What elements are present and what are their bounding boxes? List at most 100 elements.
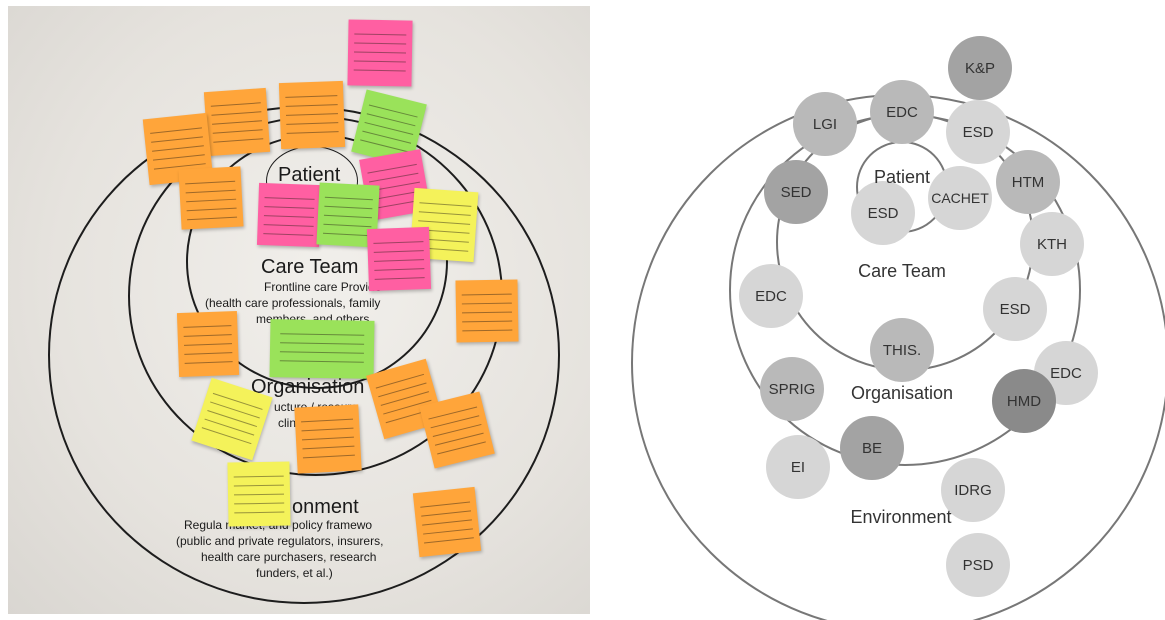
note-handwriting <box>187 216 237 221</box>
note-handwriting <box>207 410 257 427</box>
note-handwriting <box>462 320 513 323</box>
note-handwriting <box>420 501 470 508</box>
note-handwriting <box>374 277 425 280</box>
note-handwriting <box>183 334 232 337</box>
note-handwriting <box>264 197 315 200</box>
note-handwriting <box>184 352 233 355</box>
node-circle <box>851 181 915 245</box>
note-handwriting <box>280 342 364 345</box>
node-label: THIS. <box>883 342 921 359</box>
note-handwriting <box>234 511 285 514</box>
note-handwriting <box>280 351 364 354</box>
note-handwriting <box>202 427 252 445</box>
node-circle <box>928 166 992 230</box>
note-handwriting <box>422 519 472 526</box>
node-circle <box>992 369 1056 433</box>
note-handwriting <box>234 493 284 496</box>
node-label: HTM <box>1012 174 1045 191</box>
photo-label-care-team-sub-1: Frontline care Provide <box>264 280 382 294</box>
photo-label-environment: onment <box>292 496 359 518</box>
node-circle <box>870 80 934 144</box>
note-handwriting <box>419 211 471 216</box>
note-handwriting <box>263 233 314 236</box>
node-circle <box>764 160 828 224</box>
node-circle <box>760 357 824 421</box>
note-handwriting <box>150 127 202 134</box>
node-label: EDC <box>1050 365 1082 382</box>
note-handwriting <box>186 207 237 212</box>
node-label: SED <box>781 184 812 201</box>
node-circle <box>766 435 830 499</box>
note-handwriting <box>303 454 355 459</box>
note-handwriting <box>153 154 205 161</box>
note-handwriting <box>324 205 373 210</box>
note-handwriting <box>213 138 264 143</box>
node-label: PSD <box>963 557 994 574</box>
note-handwriting <box>280 360 364 363</box>
note-handwriting <box>234 502 284 505</box>
note-handwriting <box>185 189 236 194</box>
photo-label-care-team: Care Team <box>261 256 359 278</box>
node-circle <box>840 416 904 480</box>
note-handwriting <box>185 180 235 185</box>
ring-label-environment: Environment <box>850 507 951 527</box>
node-circle <box>946 100 1010 164</box>
node-label: IDRG <box>954 482 992 499</box>
note-handwriting <box>301 427 354 432</box>
note-handwriting <box>264 215 314 218</box>
photo-label-organisation: Organisation <box>251 376 365 398</box>
note-handwriting <box>462 311 512 314</box>
note-handwriting <box>374 268 425 271</box>
node-circle <box>1020 212 1084 276</box>
note-handwriting <box>461 293 512 296</box>
sticky-note-photo: Patient Care Team Frontline care Provide… <box>8 6 590 614</box>
note-handwriting <box>302 445 355 450</box>
note-handwriting <box>234 484 284 487</box>
node-circle <box>793 92 857 156</box>
sticky-note <box>178 166 244 230</box>
ring-label-care-team: Care Team <box>858 261 946 281</box>
photo-label-environment-sub-4: funders, et al.) <box>256 566 333 580</box>
note-handwriting <box>152 145 204 152</box>
node-circle <box>948 36 1012 100</box>
note-handwriting <box>375 373 424 389</box>
sticky-note <box>347 19 413 87</box>
ring-label-patient: Patient <box>874 167 930 187</box>
note-handwriting <box>151 136 203 143</box>
sticky-note <box>366 226 432 292</box>
note-handwriting <box>369 172 419 183</box>
node-label: EI <box>791 459 805 476</box>
sticky-note <box>412 486 482 558</box>
note-handwriting <box>210 102 261 107</box>
note-handwriting <box>354 33 406 36</box>
sticky-note <box>455 279 519 343</box>
note-handwriting <box>213 393 263 410</box>
note-handwriting <box>211 111 262 116</box>
node-label: CACHET <box>931 190 989 206</box>
note-handwriting <box>354 60 406 63</box>
note-handwriting <box>373 250 424 253</box>
node-label: ESD <box>1000 301 1031 318</box>
note-handwriting <box>204 418 254 436</box>
sticky-note <box>278 80 346 150</box>
note-handwriting <box>184 361 233 364</box>
note-handwriting <box>418 220 470 225</box>
photo-label-patient: Patient <box>278 164 341 186</box>
note-handwriting <box>424 537 474 544</box>
sticky-note <box>203 87 271 157</box>
note-handwriting <box>286 104 338 107</box>
note-handwriting <box>233 475 284 478</box>
note-handwriting <box>184 343 233 346</box>
node-circle <box>996 150 1060 214</box>
note-handwriting <box>354 69 406 72</box>
sticky-note <box>256 182 322 248</box>
node-label: ESD <box>868 205 899 222</box>
note-handwriting <box>462 329 513 332</box>
node-circle <box>946 533 1010 597</box>
note-handwriting <box>322 232 371 237</box>
node-label: SPRIG <box>769 381 816 398</box>
note-handwriting <box>285 95 337 98</box>
ring-label-organisation: Organisation <box>851 383 953 403</box>
